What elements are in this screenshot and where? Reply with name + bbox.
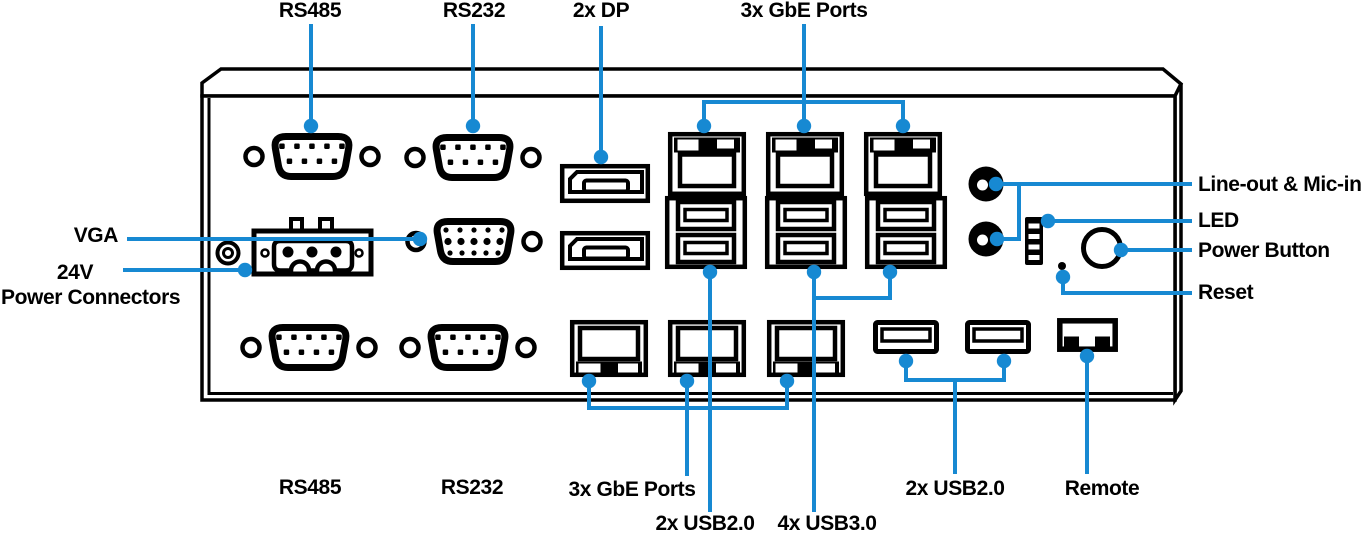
label-power-button: Power Button <box>1198 239 1330 262</box>
label-24v: 24V <box>56 261 94 284</box>
callout-led <box>1040 213 1192 229</box>
port-usb-stack-3 <box>867 198 945 267</box>
port-dp-1 <box>562 166 648 201</box>
callout-remote <box>1079 348 1095 474</box>
callout-reset <box>1055 269 1192 295</box>
label-gbe-bottom: 3x GbE Ports <box>568 478 696 501</box>
callout-usb3 <box>806 264 898 512</box>
chassis-lid <box>200 67 1184 98</box>
label-rs485-top: RS485 <box>278 0 342 22</box>
label-remote: Remote <box>1064 477 1140 500</box>
label-reset: Reset <box>1198 281 1254 304</box>
callout-dp <box>593 26 609 165</box>
label-gbe-top: 3x GbE Ports <box>740 0 868 22</box>
chassis-inner-edge <box>207 98 1173 395</box>
label-usb3: 4x USB3.0 <box>777 512 877 535</box>
callout-power-button <box>1113 242 1192 258</box>
label-rs485-bottom: RS485 <box>278 476 342 499</box>
reset-hole <box>1058 262 1066 270</box>
port-rj45-gbe-top-1 <box>670 134 744 194</box>
label-line-out-mic-in: Line-out & Mic-in <box>1198 173 1362 196</box>
port-rj45-gbe-bottom-1 <box>572 322 646 375</box>
callout-usb2-right <box>898 353 1012 474</box>
port-remote <box>1060 321 1115 349</box>
port-rj45-gbe-bottom-2 <box>670 322 744 375</box>
callout-gbe-bottom <box>581 373 795 476</box>
label-vga: VGA <box>73 224 119 247</box>
callout-audio <box>988 176 1192 247</box>
port-usb-stack-2 <box>767 198 845 267</box>
power-terminal-24v <box>251 217 374 277</box>
label-usb2-mid: 2x USB2.0 <box>655 512 755 535</box>
port-usb-stack-1 <box>667 198 745 267</box>
label-usb2-right: 2x USB2.0 <box>905 477 1005 500</box>
callout-vga <box>127 231 428 247</box>
callout-usb2-mid <box>702 264 718 512</box>
label-rs232-bottom: RS232 <box>440 476 504 499</box>
port-rj45-gbe-bottom-3 <box>769 322 843 375</box>
label-dp: 2x DP <box>572 0 630 22</box>
label-rs232-top: RS232 <box>442 0 506 22</box>
callout-gbe-top <box>696 24 911 134</box>
led-indicator <box>1025 217 1043 265</box>
label-power-connectors: Power Connectors <box>1 286 181 309</box>
callout-24v <box>123 262 253 278</box>
callout-rs485-top <box>303 24 319 134</box>
callout-rs232-top <box>465 24 481 134</box>
port-dp-2 <box>562 233 648 268</box>
port-rj45-gbe-top-3 <box>866 134 940 194</box>
port-rj45-gbe-top-2 <box>768 134 842 194</box>
port-usb2-1 <box>876 323 937 352</box>
grounding-screw <box>215 240 241 266</box>
port-usb2-2 <box>968 323 1029 352</box>
label-led: LED <box>1198 209 1239 232</box>
